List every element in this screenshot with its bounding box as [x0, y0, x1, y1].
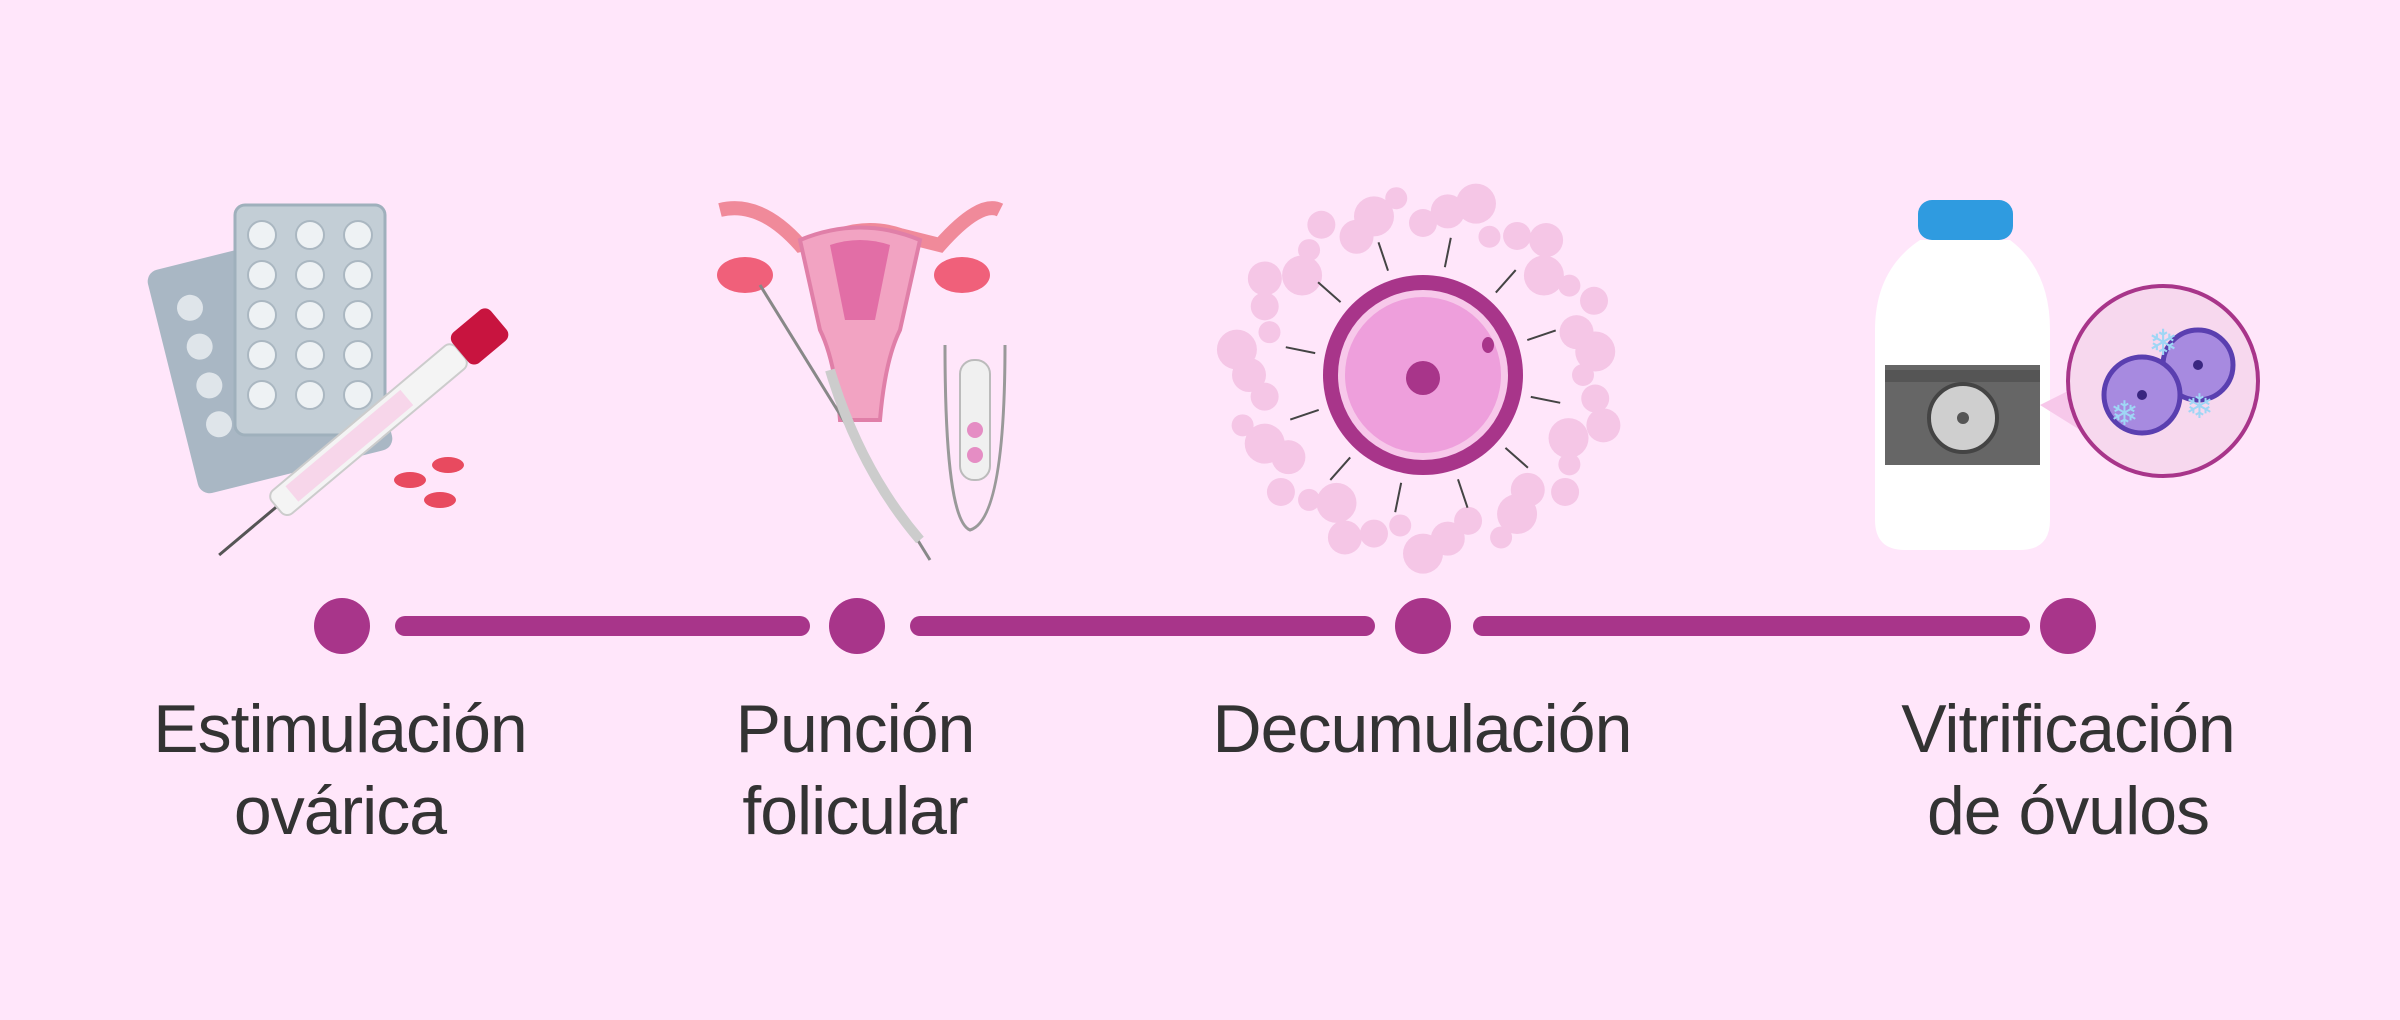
- step-label-line: de óvulos: [1926, 773, 2210, 849]
- cumulus-cell: [1455, 183, 1496, 224]
- oocyte-icon: [1216, 183, 1621, 574]
- cumulus-cell: [1403, 533, 1443, 574]
- cumulus-cell: [1529, 223, 1564, 258]
- timeline-dot: [2040, 598, 2096, 654]
- arrow-icon: [1289, 409, 1320, 421]
- timeline: [314, 598, 2096, 654]
- arrow-icon: [1394, 482, 1403, 513]
- pills-syringe-icon: [147, 203, 509, 557]
- step-label-line: folicular: [742, 773, 968, 849]
- cumulus-cell: [1580, 286, 1609, 315]
- step-label-line: Punción: [735, 691, 976, 767]
- svg-text:❄: ❄: [2185, 387, 2214, 427]
- timeline-dot: [1395, 598, 1451, 654]
- cumulus-cell: [1409, 209, 1437, 237]
- cumulus-cell: [1581, 384, 1610, 413]
- cumulus-cell: [1551, 477, 1580, 506]
- cumulus-cell: [1327, 520, 1362, 555]
- cumulus-cell: [1258, 321, 1281, 344]
- cumulus-cell: [1497, 494, 1538, 535]
- step-label-puncion: Punción folicular: [595, 688, 1115, 852]
- step-label-line: Estimulación: [153, 691, 528, 767]
- arrow-icon: [1504, 447, 1529, 469]
- cumulus-cell: [1490, 526, 1513, 549]
- cumulus-cell: [1316, 482, 1357, 523]
- arrow-icon: [1377, 241, 1389, 272]
- cumulus-cell: [1216, 329, 1257, 370]
- svg-text:❄: ❄: [2148, 323, 2178, 364]
- cumulus-cell: [1548, 418, 1589, 459]
- arrow-icon: [1329, 456, 1351, 481]
- cumulus-cell: [1231, 414, 1254, 437]
- svg-text:❄: ❄: [2110, 394, 2139, 434]
- cumulus-cell: [1282, 255, 1323, 296]
- cumulus-cell: [1586, 408, 1621, 443]
- cumulus-cell: [1558, 274, 1581, 297]
- cumulus-cell: [1503, 221, 1532, 250]
- timeline-dot: [829, 598, 885, 654]
- arrow-icon: [1285, 346, 1316, 355]
- cumulus-cell: [1247, 261, 1282, 296]
- cumulus-cell: [1389, 514, 1412, 537]
- cumulus-cell: [1478, 225, 1501, 248]
- cumulus-cell: [1385, 187, 1408, 210]
- cryo-tank-icon: ❄ ❄ ❄: [1875, 200, 2260, 550]
- cumulus-cell: [1523, 255, 1564, 296]
- arrow-icon: [1317, 281, 1342, 303]
- step-label-line: Decumulación: [1212, 691, 1633, 767]
- uterus-puncture-icon: [717, 201, 1007, 561]
- step-label-decumulacion: Decumulación: [1162, 688, 1682, 770]
- step-label-line: Vitrificación: [1901, 691, 2235, 767]
- cumulus-cell: [1359, 519, 1388, 548]
- cumulus-cell: [1244, 423, 1285, 464]
- cumulus-cell: [1575, 331, 1616, 372]
- cumulus-cell: [1307, 210, 1336, 239]
- step-label-estimulacion: Estimulación ovárica: [80, 688, 600, 852]
- cumulus-cell: [1454, 506, 1483, 535]
- arrow-icon: [1457, 478, 1469, 509]
- cumulus-cell: [1250, 292, 1279, 321]
- arrow-icon: [1526, 329, 1557, 341]
- cumulus-cell: [1558, 453, 1581, 476]
- timeline-dot: [314, 598, 370, 654]
- cumulus-cell: [1353, 196, 1394, 237]
- cumulus-cell: [1266, 477, 1295, 506]
- arrow-icon: [1495, 269, 1517, 294]
- step-label-vitrificacion: Vitrificación de óvulos: [1808, 688, 2328, 852]
- arrow-icon: [1443, 237, 1452, 268]
- arrow-icon: [1530, 395, 1561, 404]
- step-label-line: ovárica: [233, 773, 447, 849]
- cumulus-cell: [1298, 488, 1321, 511]
- cumulus-cell: [1298, 239, 1321, 262]
